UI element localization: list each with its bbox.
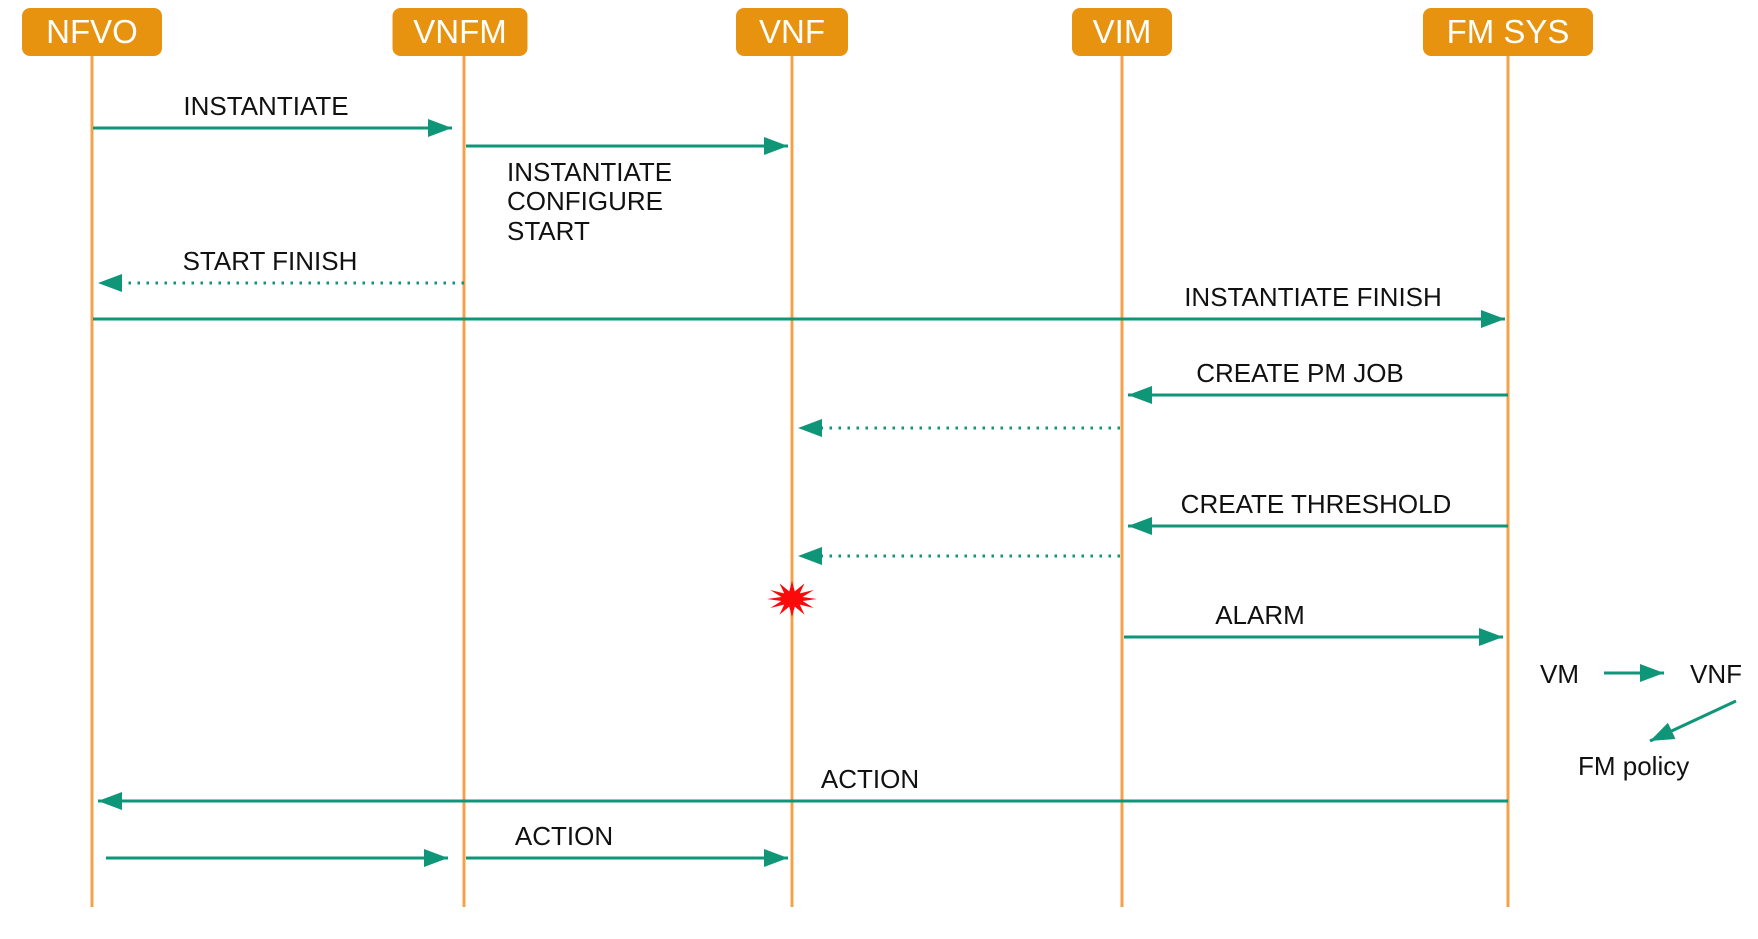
actor-label-vnf: VNF [759, 13, 825, 50]
actor-box-vnf: VNF [736, 8, 848, 56]
actor-label-nfvo: NFVO [46, 13, 138, 50]
actor-box-nfvo: NFVO [22, 8, 162, 56]
actor-box-fmsys: FM SYS [1423, 8, 1593, 56]
message-label-instantiate-finish: INSTANTIATE FINISH [1184, 282, 1442, 312]
actor-label-vnfm: VNFM [413, 13, 507, 50]
actor-label-vim: VIM [1092, 13, 1152, 50]
actor-label-fmsys: FM SYS [1446, 13, 1570, 50]
annotation-vm-label: VM [1540, 659, 1579, 689]
error-burst-icon [767, 581, 817, 617]
message-label-create-pm-job: CREATE PM JOB [1196, 358, 1404, 388]
actor-box-vnfm: VNFM [392, 8, 528, 56]
message-label-create-threshold: CREATE THRESHOLD [1180, 489, 1452, 519]
message-label-action-bottom: ACTION [514, 821, 614, 851]
message-label-start-finish: START FINISH [182, 246, 358, 276]
annotation-fm-policy-label: FM policy [1578, 751, 1690, 781]
message-label-action-long: ACTION [820, 764, 920, 794]
message-label-instantiate-configure-start: INSTANTIATE CONFIGURE START [507, 157, 673, 246]
annotation-vnf-label: VNF [1690, 659, 1742, 689]
message-label-instantiate: INSTANTIATE [183, 91, 349, 121]
annotation-arrow-vnf-fmpolicy [1649, 699, 1737, 743]
actor-box-vim: VIM [1072, 8, 1172, 56]
message-label-alarm: ALARM [1215, 600, 1305, 630]
